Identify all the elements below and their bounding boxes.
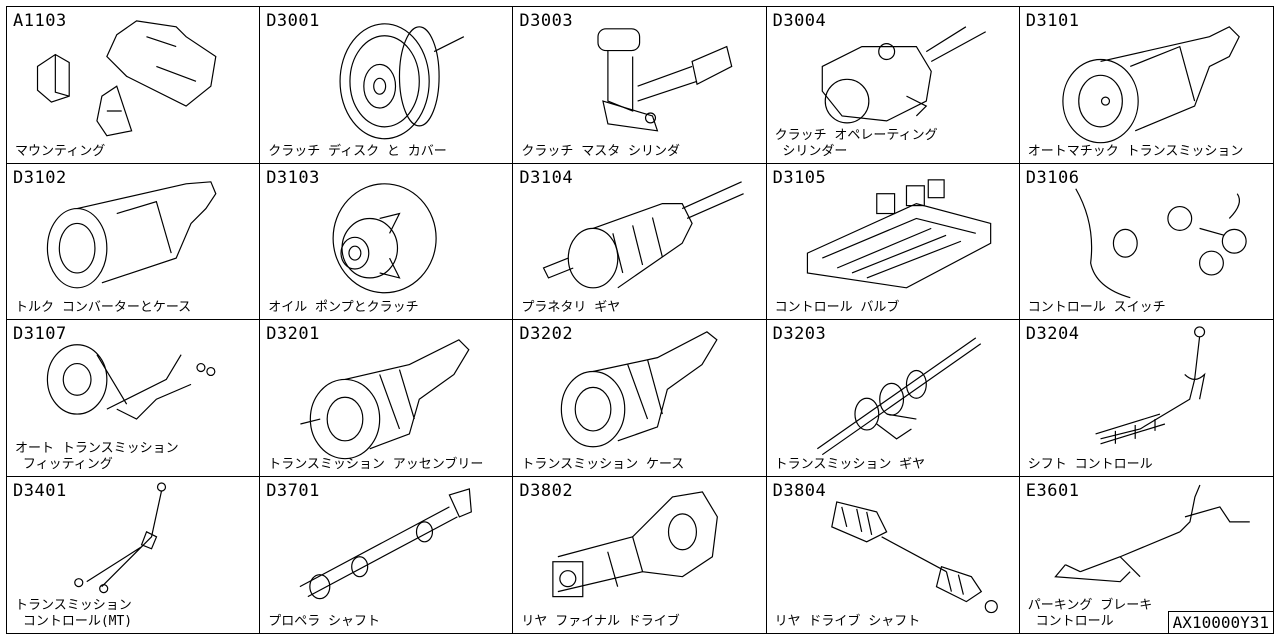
cell-code: D3104	[519, 167, 574, 188]
cell-code: D3802	[519, 480, 574, 501]
cell-code: D3001	[266, 11, 320, 31]
cell-label: コントロール スイッチ	[1027, 300, 1166, 315]
cell-code: D3101	[1025, 11, 1080, 31]
auto-transmission-fitting-illustration	[46, 344, 216, 420]
cell-code: A1103	[13, 11, 67, 31]
clutch-disc-cover-illustration	[339, 23, 465, 140]
transmission-gear-illustration	[816, 337, 981, 456]
cell-label: トルク コンバーターとケース	[15, 300, 192, 315]
oil-pump-clutch-illustration	[332, 182, 437, 293]
cell-label: マウンティング	[15, 143, 106, 159]
catalog-cell-d3202[interactable]: D3202 トランスミッション ケース	[513, 320, 767, 477]
catalog-cell-d3101[interactable]: D3101 オートマチック トランスミッション	[1019, 7, 1273, 164]
cell-label: クラッチ ディスク と カバー	[268, 143, 447, 159]
cell-code: D3204	[1025, 324, 1080, 344]
cell-code: D3202	[519, 324, 574, 344]
cell-label: トランスミッション アッセンブリー	[268, 456, 484, 472]
cell-code: D3004	[772, 11, 827, 31]
automatic-transmission-illustration	[1062, 26, 1240, 144]
cell-label: プロペラ シャフト	[268, 614, 381, 629]
rear-drive-shaft-illustration	[830, 500, 998, 613]
control-valve-illustration	[806, 178, 991, 288]
transmission-case-illustration	[561, 331, 719, 448]
catalog-cell-d3107[interactable]: D3107 オート トランスミッション フィッティング	[7, 320, 261, 477]
transmission-assembly-illustration	[300, 339, 470, 460]
cell-code: D3203	[772, 324, 827, 344]
catalog-cell-d3802[interactable]: D3802 リヤ ファイナル ドライブ	[513, 476, 767, 633]
cell-label: オートマチック トランスミッション	[1027, 143, 1244, 159]
catalog-cell-d3204[interactable]: D3204 シフト コントロール	[1019, 320, 1273, 477]
catalog-cell-d3401[interactable]: D3401 トランスミッション コントロール(MT)	[7, 476, 261, 633]
cell-code: D3201	[266, 324, 320, 344]
catalog-cell-a1103[interactable]: A1103 マウンティング	[7, 7, 261, 164]
catalog-cell-d3103[interactable]: D3103 オイル ポンプとクラッチ	[260, 163, 514, 320]
catalog-cell-e3601[interactable]: E3601 パーキング ブレーキ コントロール	[1020, 477, 1273, 634]
transmission-control-mt-illustration	[74, 481, 167, 593]
cell-label: トランスミッション ケース	[521, 456, 685, 472]
cell-code: D3105	[772, 167, 827, 188]
clutch-operating-cylinder-illustration	[821, 26, 986, 124]
catalog-cell-d3201[interactable]: D3201 トランスミッション アッセンブリー	[260, 320, 514, 477]
cell-code: D3106	[1025, 167, 1080, 188]
catalog-cell-d3804[interactable]: D3804 リヤ ドライブ シャフト	[767, 476, 1020, 633]
cell-label: トランスミッション コントロール(MT)	[15, 598, 133, 629]
control-switch-illustration	[1075, 187, 1247, 298]
cell-label: シフト コントロール	[1027, 456, 1153, 472]
cell-label: プラネタリ ギヤ	[521, 300, 621, 315]
cell-label: クラッチ オペレーティング シリンダー	[774, 127, 938, 159]
cell-code: D3701	[266, 480, 320, 501]
propeller-shaft-illustration	[299, 487, 473, 599]
cell-code: D3102	[13, 167, 67, 188]
cell-code: D3003	[519, 11, 574, 31]
diagram-code-box: AX10000Y31	[1167, 611, 1274, 634]
cell-label: コントロール バルブ	[774, 300, 900, 315]
catalog-cell-d3104[interactable]: D3104 プラネタリ ギヤ	[513, 163, 767, 320]
torque-converter-case-illustration	[46, 180, 217, 288]
shift-control-illustration	[1095, 326, 1206, 445]
planetary-gear-illustration	[543, 180, 745, 288]
parking-brake-control-illustration	[1053, 484, 1250, 582]
catalog-cell-d3105[interactable]: D3105 コントロール バルブ	[766, 163, 1020, 320]
cell-label: リヤ ドライブ シャフト	[774, 614, 921, 629]
rear-final-drive-illustration	[552, 490, 719, 597]
cell-code: D3107	[13, 324, 67, 344]
catalog-cell-d3701[interactable]: D3701 プロペラ シャフト	[260, 476, 514, 633]
catalog-cell-d3102[interactable]: D3102 トルク コンバーターとケース	[7, 163, 261, 320]
catalog-cell-d3004[interactable]: D3004 クラッチ オペレーティング シリンダー	[766, 7, 1020, 164]
catalog-cell-d3001[interactable]: D3001 クラッチ ディスク と カバー	[260, 7, 514, 164]
cell-label: トランスミッション ギヤ	[774, 456, 926, 472]
cell-label: オート トランスミッション フィッティング	[15, 440, 179, 472]
cell-code: D3401	[13, 480, 67, 501]
cell-code: D3103	[266, 167, 320, 188]
cell-label: パーキング ブレーキ コントロール	[1027, 598, 1153, 629]
catalog-cell-d3003[interactable]: D3003 クラッチ マスタ シリンダ	[513, 7, 767, 164]
cell-label: クラッチ マスタ シリンダ	[521, 143, 681, 159]
cell-label: リヤ ファイナル ドライブ	[521, 614, 680, 629]
catalog-cell-d3203[interactable]: D3203 トランスミッション ギヤ	[766, 320, 1020, 477]
clutch-master-cylinder-illustration	[597, 28, 733, 132]
catalog-cell-d3106[interactable]: D3106 コントロール スイッチ	[1019, 164, 1273, 320]
parts-catalog-grid: A1103 マウンティング D3001 クラッチ ディスク と カバー D300…	[6, 6, 1274, 634]
cell-code: D3804	[772, 480, 827, 501]
engine-mounting-illustration	[36, 20, 217, 137]
cell-label: オイル ポンプとクラッチ	[268, 300, 419, 315]
cell-code: E3601	[1025, 480, 1080, 501]
